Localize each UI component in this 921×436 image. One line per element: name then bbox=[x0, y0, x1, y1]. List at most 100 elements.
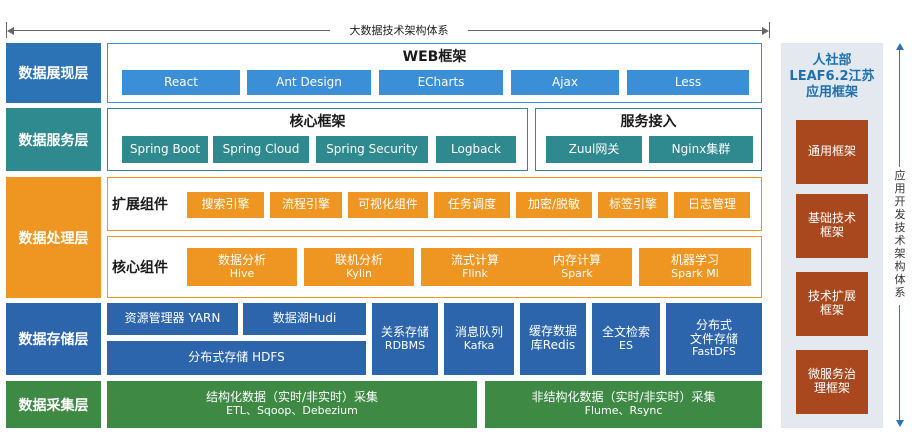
storage-kafka-line2: Kafka bbox=[463, 338, 495, 352]
layer-label-collection: 数据采集层 bbox=[6, 381, 101, 428]
core-item-spring-boot: Spring Boot bbox=[122, 136, 208, 163]
storage-redis-line2: 库Redis bbox=[530, 338, 576, 352]
top-arrow-label: 大数据技术架构体系 bbox=[349, 24, 449, 37]
extension-title: 扩展组件 bbox=[112, 197, 168, 213]
side-panel-title-line2: LEAF6.2江苏 bbox=[789, 68, 875, 84]
collection-structured-line1: 结构化数据（实时/非实时）采集 bbox=[205, 390, 379, 405]
collection-unstructured: 非结构化数据（实时/非实时）采集 Flume、Rsync bbox=[485, 381, 762, 428]
top-arrow-line-right bbox=[468, 30, 766, 31]
ext-item-tag-engine: 标签引擎 bbox=[598, 192, 668, 218]
storage-redis-line1: 缓存数据 bbox=[528, 324, 577, 339]
service-access-frame: 服务接入 Zuul网关 Nginx集群 bbox=[535, 108, 762, 171]
right-arrow-line-top bbox=[899, 49, 900, 167]
storage-fastdfs-line1: 分布式 bbox=[695, 317, 732, 332]
collection-unstructured-line1: 非结构化数据（实时/非实时）采集 bbox=[531, 390, 716, 405]
core-comp-spark-ml: 机器学习 Spark Ml bbox=[639, 248, 751, 286]
side-panel-title-line3: 应用框架 bbox=[805, 85, 858, 101]
storage-hudi: 数据湖Hudi bbox=[243, 303, 366, 335]
core-item-spring-cloud: Spring Cloud bbox=[213, 136, 309, 163]
storage-redis: 缓存数据 库Redis bbox=[520, 303, 586, 375]
side-item-microservice-governance: 微服务治 理框架 bbox=[796, 350, 868, 414]
layer-label-presentation: 数据展现层 bbox=[6, 43, 101, 103]
core-comp-hive-line1: 数据分析 bbox=[217, 252, 266, 267]
right-arrow-line-bottom bbox=[899, 305, 900, 421]
side-item-tech-extension-framework-line2: 框架 bbox=[819, 303, 844, 317]
web-frame: WEB框架 React Ant Design ECharts Ajax Less bbox=[107, 43, 762, 103]
service-item-zuul: Zuul网关 bbox=[546, 136, 642, 163]
ext-item-visualization: 可视化组件 bbox=[348, 192, 428, 218]
storage-rdbms-line1: 关系存储 bbox=[380, 324, 429, 339]
web-item-react: React bbox=[122, 70, 240, 95]
side-panel-title-line1: 人社部 bbox=[812, 52, 852, 68]
side-item-general-framework: 通用框架 bbox=[796, 120, 868, 184]
arrowhead-left-icon bbox=[7, 27, 14, 35]
core-comp-kylin-line2: Kylin bbox=[345, 266, 372, 280]
web-item-less: Less bbox=[627, 70, 749, 95]
side-item-general-framework-line1: 通用框架 bbox=[807, 144, 856, 159]
ext-item-search-engine: 搜索引擎 bbox=[187, 192, 264, 218]
service-item-nginx: Nginx集群 bbox=[649, 136, 753, 163]
top-arrow-left-cap bbox=[6, 22, 7, 38]
ext-item-log-management: 日志管理 bbox=[674, 192, 750, 218]
storage-kafka-line1: 消息队列 bbox=[454, 324, 503, 339]
side-panel-title: 人社部 LEAF6.2江苏 应用框架 bbox=[781, 48, 883, 106]
service-access-title: 服务接入 bbox=[620, 114, 677, 130]
web-title: WEB框架 bbox=[402, 49, 467, 65]
right-arrow: 应用开发技术架构体系 bbox=[890, 43, 910, 428]
storage-fastdfs: 分布式 文件存储 FastDFS bbox=[666, 303, 762, 375]
layer-label-storage: 数据存储层 bbox=[6, 303, 101, 375]
storage-fastdfs-line2: 文件存储 bbox=[689, 331, 738, 346]
ext-item-workflow-engine: 流程引擎 bbox=[270, 192, 342, 218]
side-item-tech-extension-framework: 技术扩展 框架 bbox=[796, 272, 868, 336]
layer-label-processing: 数据处理层 bbox=[6, 177, 101, 298]
arrowhead-up-icon bbox=[896, 43, 904, 50]
core-framework-frame: 核心框架 Spring Boot Spring Cloud Spring Sec… bbox=[107, 108, 528, 171]
top-arrow-line-left bbox=[8, 30, 330, 31]
core-comp-kylin: 联机分析 Kylin bbox=[304, 248, 414, 286]
storage-fastdfs-line3: FastDFS bbox=[692, 345, 736, 359]
core-comp-spark: 内存计算 Spark bbox=[522, 248, 632, 286]
core-comp-flink: 流式计算 Flink bbox=[421, 248, 529, 286]
side-item-basic-tech-framework: 基础技术 框架 bbox=[796, 194, 868, 258]
core-comp-spark-line1: 内存计算 bbox=[552, 252, 601, 267]
collection-structured-line2: ETL、Sqoop、Debezium bbox=[226, 404, 358, 418]
ext-item-encryption: 加密/脱敏 bbox=[516, 192, 592, 218]
web-item-ant-design: Ant Design bbox=[247, 70, 371, 95]
extension-frame: 扩展组件 搜索引擎 流程引擎 可视化组件 任务调度 加密/脱敏 标签引擎 日志管… bbox=[107, 177, 762, 231]
core-comp-spark-ml-line1: 机器学习 bbox=[670, 252, 719, 267]
arrowhead-right-icon bbox=[762, 27, 769, 35]
arrowhead-down-icon bbox=[896, 420, 904, 427]
core-comp-flink-line2: Flink bbox=[462, 266, 488, 280]
core-item-logback: Logback bbox=[436, 136, 516, 163]
side-item-microservice-governance-line1: 微服务治 bbox=[807, 367, 856, 382]
web-item-echarts: ECharts bbox=[379, 70, 503, 95]
core-comp-kylin-line1: 联机分析 bbox=[334, 252, 383, 267]
side-item-basic-tech-framework-line2: 框架 bbox=[819, 225, 844, 239]
layer-label-service: 数据服务层 bbox=[6, 108, 101, 171]
core-comp-hive: 数据分析 Hive bbox=[187, 248, 297, 286]
ext-item-task-scheduling: 任务调度 bbox=[434, 192, 510, 218]
side-item-microservice-governance-line2: 理框架 bbox=[813, 381, 850, 395]
top-arrow: 大数据技术架构体系 bbox=[6, 22, 770, 38]
storage-es-line2: ES bbox=[619, 338, 633, 352]
collection-structured: 结构化数据（实时/非实时）采集 ETL、Sqoop、Debezium bbox=[107, 381, 477, 428]
core-comp-spark-ml-line2: Spark Ml bbox=[671, 266, 719, 280]
core-components-title: 核心组件 bbox=[112, 260, 168, 276]
side-panel: 人社部 LEAF6.2江苏 应用框架 通用框架 基础技术 框架 技术扩展 框架 … bbox=[781, 43, 883, 428]
core-framework-title: 核心框架 bbox=[289, 114, 346, 130]
core-comp-flink-line1: 流式计算 bbox=[450, 252, 499, 267]
core-comp-spark-line2: Spark bbox=[561, 266, 593, 280]
side-item-tech-extension-framework-line1: 技术扩展 bbox=[807, 289, 856, 304]
storage-es-line1: 全文检索 bbox=[601, 324, 650, 339]
top-arrow-right-cap bbox=[769, 22, 770, 38]
storage-kafka: 消息队列 Kafka bbox=[444, 303, 514, 375]
core-comp-hive-line2: Hive bbox=[229, 266, 255, 280]
core-item-spring-security: Spring Security bbox=[316, 136, 428, 163]
storage-hdfs: 分布式存储 HDFS bbox=[107, 341, 366, 375]
web-item-ajax: Ajax bbox=[511, 70, 619, 95]
collection-unstructured-line2: Flume、Rsync bbox=[584, 404, 663, 418]
storage-rdbms: 关系存储 RDBMS bbox=[372, 303, 438, 375]
storage-es: 全文检索 ES bbox=[592, 303, 660, 375]
side-item-basic-tech-framework-line1: 基础技术 bbox=[807, 211, 856, 226]
core-components-frame: 核心组件 数据分析 Hive 联机分析 Kylin 流式计算 Flink 内存计… bbox=[107, 236, 762, 298]
